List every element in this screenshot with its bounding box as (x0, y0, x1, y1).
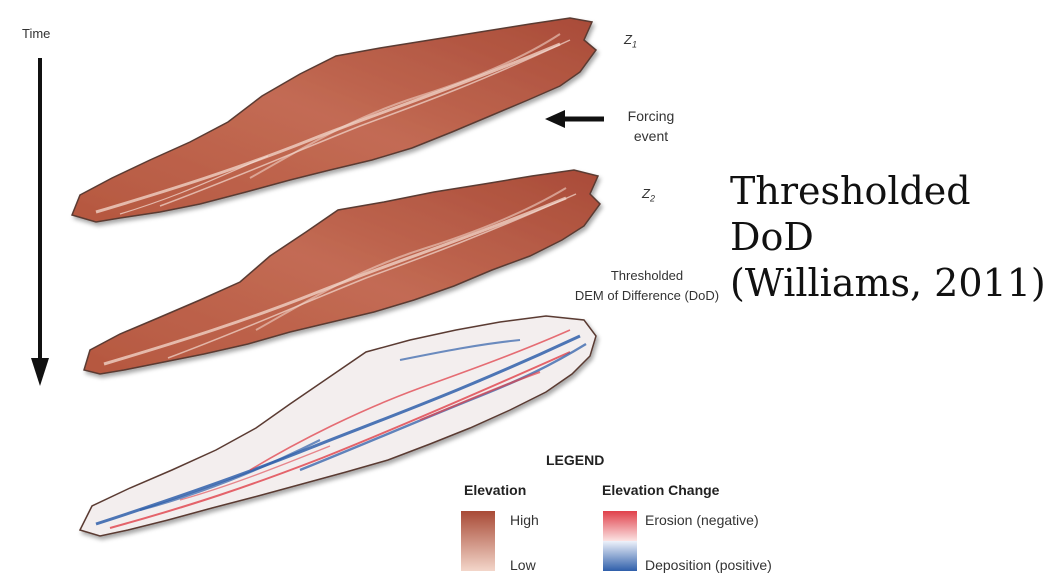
z2-elevation-surface (83, 169, 601, 375)
z2-label: Z2 (642, 186, 655, 204)
elevation-high-label: High (510, 512, 539, 528)
elevation-swatch (461, 511, 495, 571)
deposition-label: Deposition (positive) (645, 557, 772, 573)
z1-label: Z1 (624, 32, 637, 50)
figure-title: Thresholded DoD (Williams, 2011) (730, 169, 1046, 305)
dod-surface (78, 315, 597, 537)
forcing-event-label: Forcing event (627, 108, 675, 144)
z1-elevation-surface (70, 17, 598, 223)
time-label: Time (22, 26, 51, 41)
legend-title: LEGEND (546, 452, 605, 468)
time-arrow (31, 58, 49, 386)
forcing-event-arrow (545, 110, 604, 128)
elevation-low-label: Low (510, 557, 536, 573)
erosion-label: Erosion (negative) (645, 512, 759, 528)
dod-label: Thresholded DEM of Difference (DoD) (574, 268, 720, 303)
elevation-change-heading: Elevation Change (602, 482, 720, 498)
elevation-heading: Elevation (464, 482, 527, 498)
erosion-swatch (603, 511, 637, 541)
deposition-swatch (603, 541, 637, 571)
